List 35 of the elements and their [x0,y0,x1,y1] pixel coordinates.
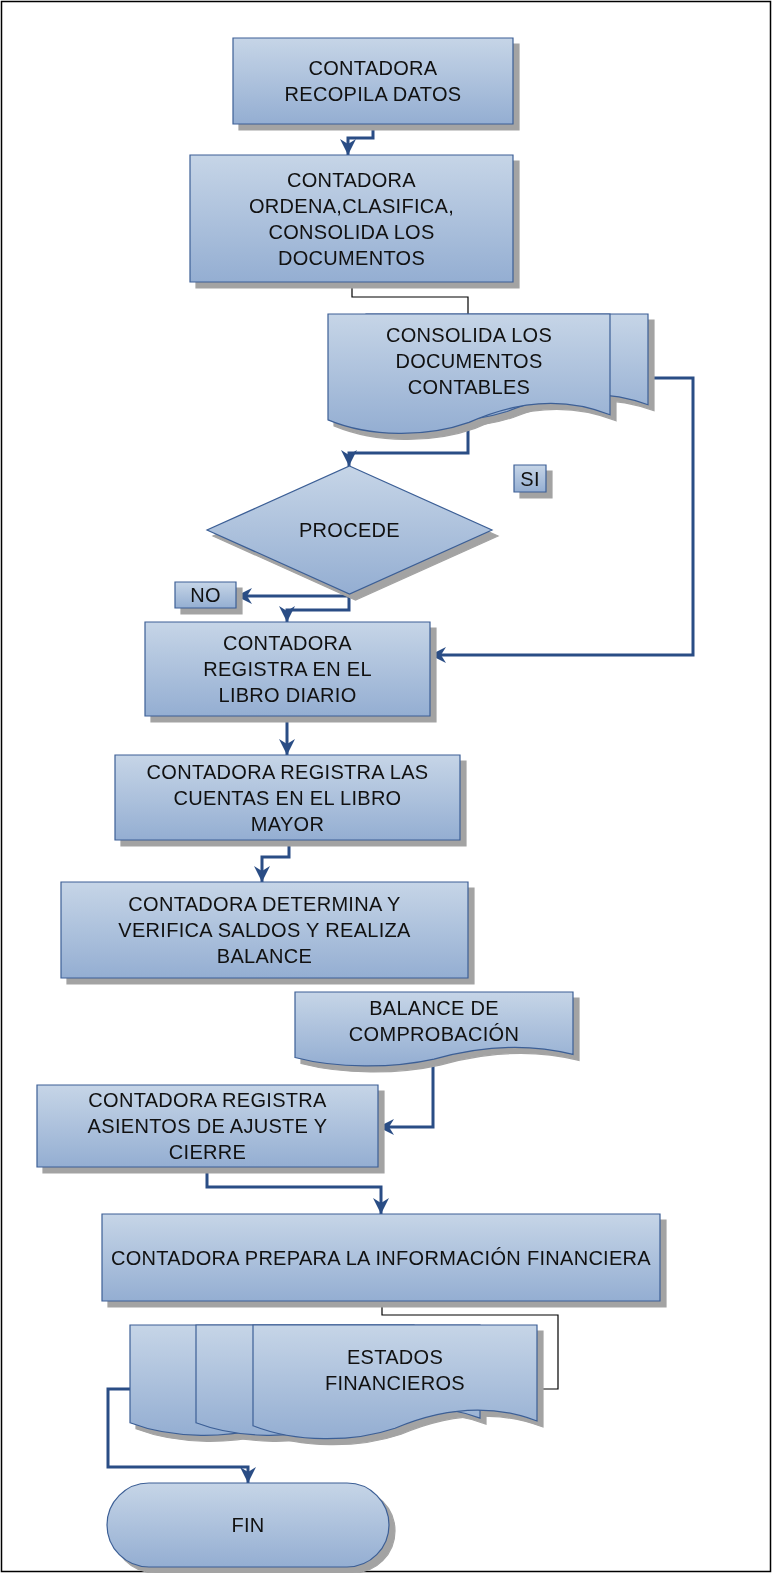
node-label: CONTADORA PREPARA LA INFORMACIÓN FINANCIERA [110,1245,652,1271]
process-box [190,155,513,282]
connector-arrow [340,124,375,155]
node-label: CONTADORA DETERMINA Y VERIFICA SALDOS Y REALIZA BALANCE [117,892,412,969]
connector-arrow [254,840,291,882]
connector-arrow [236,588,351,604]
node-label: SI [519,466,541,492]
node-label: CONTADORA REGISTRA EN EL LIBRO DIARIO [202,631,373,708]
process-box [514,465,546,492]
connector-arrow [430,376,695,663]
node-label: ESTADOS FINANCIEROS [324,1345,466,1396]
process-box [102,1214,660,1301]
connector-arrow [378,1062,435,1135]
node-label: CONTADORA ORDENA,CLASIFICA, CONSOLIDA LOS DOCUMENTOS [247,167,456,271]
node-label: FIN [230,1513,266,1538]
connector-arrow [205,1167,389,1214]
process-box [37,1085,378,1167]
terminator-shape [107,1483,389,1567]
document-shape [295,992,573,1070]
process-box [61,882,468,978]
connector-arrow [279,716,295,755]
node-label: CONTADORA REGISTRA LAS CUENTAS EN EL LIBRO MAYOR [145,759,430,837]
node-label: PROCEDE [298,518,401,543]
node-label: CONTADORA REGISTRA ASIENTOS DE AJUSTE Y CIERRE [86,1088,329,1165]
node-label: CONTADORA RECOPILA DATOS [283,56,463,107]
node-label: BALANCE DE COMPROBACIÓN [347,996,521,1047]
process-box [115,755,460,840]
connector-arrow [279,594,351,622]
process-box [145,622,430,716]
connector-arrow [106,1387,256,1483]
node-label: NO [189,583,222,608]
process-box [233,38,513,124]
process-box [175,582,236,608]
node-label: CONSOLIDA LOS DOCUMENTOS CONTABLES [384,323,554,400]
connector-arrow [341,428,470,466]
